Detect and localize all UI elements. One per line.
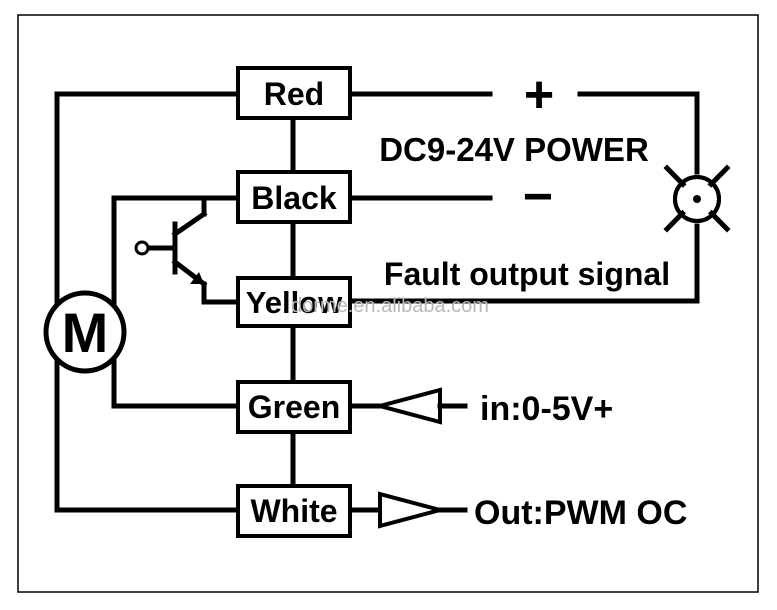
wire-label-yellow: Yellow (246, 285, 343, 320)
fault-label: Fault output signal (384, 256, 670, 292)
input-label: in:0-5V+ (480, 390, 613, 428)
inner-loop-wire (111, 195, 241, 409)
watermark-text: dorme.en.alibaba.com (291, 295, 489, 317)
minus-sign: − (523, 168, 553, 226)
power-label: DC9-24V POWER (379, 131, 649, 168)
wire-label-green: Green (248, 389, 340, 425)
wire-label-white: White (250, 493, 337, 529)
output-label: Out:PWM OC (474, 494, 687, 532)
lamp-icon (663, 164, 731, 233)
transistor-icon (134, 195, 241, 305)
wire-box-green: Green (236, 380, 352, 434)
wire-label-red: Red (264, 76, 324, 112)
wire-box-white: White (236, 484, 352, 538)
motor-label: M (62, 301, 109, 364)
output-arrow-icon (378, 491, 448, 529)
wire-box-black: Black (236, 170, 352, 224)
wire-box-yellow: Yellow (236, 276, 352, 328)
wire-box-red: Red (236, 66, 352, 120)
wire-label-black: Black (251, 180, 337, 216)
motor-icon: M (43, 290, 127, 374)
plus-sign: + (524, 66, 554, 124)
